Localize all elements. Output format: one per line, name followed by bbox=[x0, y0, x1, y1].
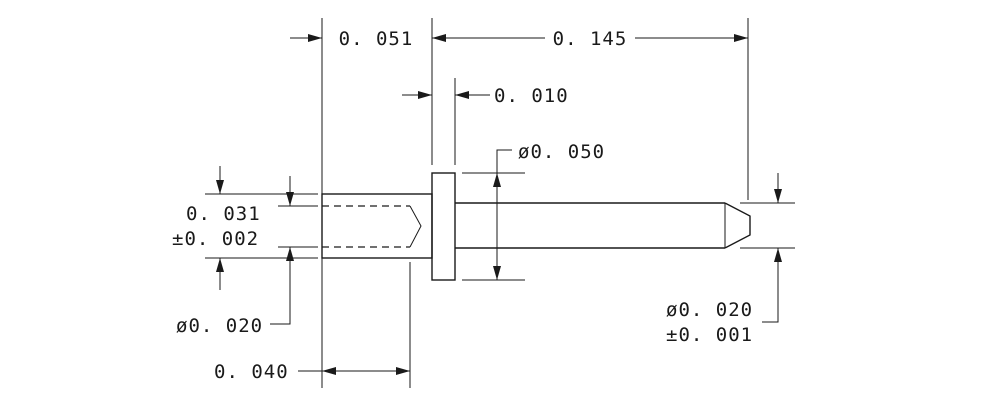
dim-dia-0-050: ø0. 050 bbox=[493, 141, 605, 280]
bore-drill-point bbox=[409, 205, 422, 248]
dim-0-040: 0. 040 bbox=[214, 361, 410, 383]
dim-0-145: 0. 145 bbox=[432, 28, 748, 50]
dim-dia-0-020-right-tolerance: ±0. 001 bbox=[666, 324, 753, 346]
dim-0-051-label: 0. 051 bbox=[339, 28, 414, 50]
dim-0-040-label: 0. 040 bbox=[214, 361, 289, 383]
extension-lines bbox=[205, 18, 795, 388]
dim-dia-0-020-left: ø0. 020 bbox=[176, 176, 294, 337]
flange bbox=[431, 172, 456, 281]
dim-0-031-label: 0. 031 bbox=[186, 203, 261, 225]
dim-0-031: 0. 031 ±0. 002 bbox=[172, 166, 261, 290]
dim-0-010: 0. 010 bbox=[402, 85, 569, 107]
pin-part-outline bbox=[321, 172, 751, 281]
dim-0-010-label: 0. 010 bbox=[494, 85, 569, 107]
socket-body bbox=[321, 193, 433, 259]
pin-tip-chamfer bbox=[724, 202, 751, 249]
dim-0-051: 0. 051 bbox=[290, 28, 414, 50]
dim-dia-0-020-right-label: ø0. 020 bbox=[666, 299, 753, 321]
dim-dia-0-020-right: ø0. 020 ±0. 001 bbox=[666, 173, 782, 346]
dim-0-031-tolerance: ±0. 002 bbox=[172, 228, 259, 250]
dim-0-145-label: 0. 145 bbox=[553, 28, 628, 50]
dim-dia-0-050-label: ø0. 050 bbox=[518, 141, 605, 163]
dim-dia-0-020-left-label: ø0. 020 bbox=[176, 315, 263, 337]
